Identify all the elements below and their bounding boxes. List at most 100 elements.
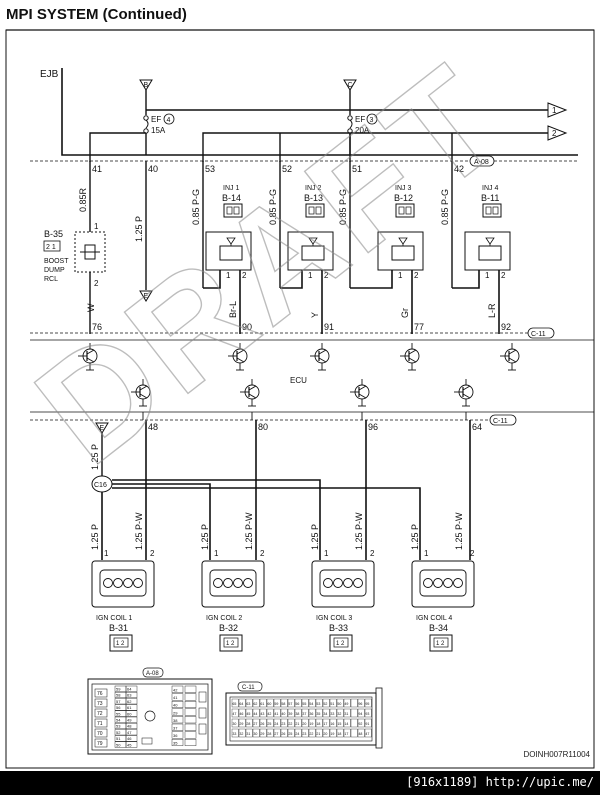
connector-b-label: B bbox=[144, 82, 149, 89]
c11-pin-2-16: 14 bbox=[344, 722, 348, 726]
coil-4-wire-2: 1.25 P-W bbox=[454, 512, 464, 550]
coil-1-wire-2: 1.25 P-W bbox=[134, 512, 144, 550]
c11-pin-1-8: 39 bbox=[288, 712, 292, 716]
c11-pin-0-5: 60 bbox=[267, 702, 271, 706]
pin-53: 53 bbox=[205, 164, 215, 174]
injector-1-wire: Br-L bbox=[228, 301, 238, 318]
a08-pin-right-5: 37 bbox=[173, 726, 178, 731]
pin-64: 64 bbox=[472, 422, 482, 432]
fuse2-number: 3 bbox=[370, 117, 374, 124]
a08-pin-right-6: 36 bbox=[173, 733, 178, 738]
lower-wire-label: 1.25 P bbox=[90, 444, 100, 470]
c11-upper-tag-label: C-11 bbox=[531, 331, 546, 338]
coil-3-pin2: 2 bbox=[370, 549, 375, 558]
pin-40: 40 bbox=[148, 164, 158, 174]
c11-pin-3-15: 18 bbox=[337, 732, 341, 736]
lower-ground-label: E bbox=[100, 425, 105, 432]
coil-2-pin1: 1 bbox=[214, 549, 219, 558]
a08-pin-right-7: 35 bbox=[173, 741, 178, 746]
a08-tag-label: A-08 bbox=[474, 159, 489, 166]
lower-ground-e bbox=[95, 422, 109, 434]
c11-pin-1-11: 36 bbox=[309, 712, 313, 716]
c11-pin-1-13: 34 bbox=[323, 712, 327, 716]
coil-4-wire-1: 1.25 P bbox=[410, 524, 420, 550]
a08-pin-c1-0: 59 bbox=[116, 687, 121, 692]
injector-2-connector: B-13 bbox=[304, 193, 323, 203]
wire-label-52: 0.85 P-G bbox=[268, 189, 278, 225]
injector-4-body bbox=[464, 231, 511, 271]
coil-1-pin2: 2 bbox=[150, 549, 155, 558]
injector-4-pin1: 1 bbox=[485, 271, 490, 280]
c11-pin-3-16: 17 bbox=[344, 732, 348, 736]
output-arrow-1 bbox=[547, 102, 568, 118]
coil-4-pin2: 2 bbox=[470, 549, 475, 558]
injector-1-connector: B-14 bbox=[222, 193, 241, 203]
output-1-label: 1 bbox=[552, 106, 557, 115]
pin-42: 42 bbox=[454, 164, 464, 174]
injector-2-body bbox=[287, 231, 334, 271]
a08-face-label: A-08 bbox=[146, 671, 159, 677]
output-arrow-2 bbox=[547, 125, 568, 141]
c11-face-label: C-11 bbox=[242, 685, 255, 691]
injector-3-plug bbox=[395, 203, 415, 218]
pin-41: 41 bbox=[92, 164, 102, 174]
c11-pin-2-7: 23 bbox=[281, 722, 285, 726]
footer-code: DOINH007R11004 bbox=[523, 750, 590, 759]
c11-pin-1-14: 33 bbox=[330, 712, 334, 716]
fuse1-number: 4 bbox=[167, 117, 171, 124]
c11-pin-0-14: 51 bbox=[330, 702, 334, 706]
a08-pin-c2-3: 61 bbox=[127, 705, 132, 710]
c11-pin-2-9: 21 bbox=[295, 722, 299, 726]
c11-pin-1-5: 42 bbox=[267, 712, 271, 716]
ecu-transistor-lower-1 bbox=[131, 379, 151, 407]
c11-pin-2-3: 27 bbox=[253, 722, 257, 726]
c11-pin-3-1: 32 bbox=[239, 732, 243, 736]
coil-3-pin1: 1 bbox=[324, 549, 329, 558]
a08-pin-c2-9: 45 bbox=[127, 742, 132, 747]
ecu-transistor-lower-2 bbox=[240, 379, 260, 407]
wire-label-51: 0.85 P-G bbox=[338, 189, 348, 225]
c11-pin-2-13: 17 bbox=[323, 722, 327, 726]
ground-e-symbol bbox=[139, 290, 153, 302]
injector-3-name: INJ 3 bbox=[395, 185, 411, 192]
bottom-bar bbox=[0, 771, 600, 795]
coil-3-pin-face: 1 2 bbox=[336, 641, 345, 647]
injector-4-plug bbox=[482, 203, 502, 218]
injector-4-pin2: 2 bbox=[501, 271, 506, 280]
c11-pin-1-3: 44 bbox=[253, 712, 257, 716]
bottom-bar-text: [916x1189] http://upic.me/ bbox=[406, 775, 594, 789]
a08-pin-left-4: 70 bbox=[97, 731, 103, 737]
a08-pin-c2-6: 48 bbox=[127, 724, 132, 729]
coil-1-pin-face: 1 2 bbox=[116, 641, 125, 647]
c11-pin-1-6: 41 bbox=[274, 712, 278, 716]
splice-label: C16 bbox=[94, 482, 107, 489]
a08-pin-c1-4: 55 bbox=[116, 711, 121, 716]
fuse2-rating: 20A bbox=[355, 126, 370, 135]
c11-pin-0-10: 55 bbox=[302, 702, 306, 706]
c11-pin-1-12: 35 bbox=[316, 712, 320, 716]
coil-3-wire-2: 1.25 P-W bbox=[354, 512, 364, 550]
ecu-transistor-lower-3 bbox=[350, 379, 370, 407]
c11-pin-1-7: 40 bbox=[281, 712, 285, 716]
injector-3-body bbox=[377, 231, 424, 271]
coil-4-name: IGN COIL 4 bbox=[416, 615, 452, 622]
c11-pin-0-16: 49 bbox=[344, 702, 348, 706]
c11-pin-2-5: 25 bbox=[267, 722, 271, 726]
ecu-transistor-upper-2 bbox=[228, 343, 248, 371]
c11-pin-2-10: 20 bbox=[302, 722, 306, 726]
ecu-transistors bbox=[78, 343, 520, 420]
coil-1-wire-1: 1.25 P bbox=[90, 524, 100, 550]
a08-pin-left-3: 71 bbox=[97, 721, 103, 727]
draft-watermark: DRAFT bbox=[6, 31, 534, 495]
c11-pin-1-9: 38 bbox=[295, 712, 299, 716]
c11-pin-3-2: 31 bbox=[246, 732, 250, 736]
a08-pin-c1-5: 54 bbox=[116, 718, 121, 723]
ejb-bus bbox=[61, 68, 578, 156]
pin-52: 52 bbox=[282, 164, 292, 174]
c11-pin-0-2: 63 bbox=[246, 702, 250, 706]
a08-pin-c1-1: 58 bbox=[116, 693, 121, 698]
c11-pin-2-8: 22 bbox=[288, 722, 292, 726]
